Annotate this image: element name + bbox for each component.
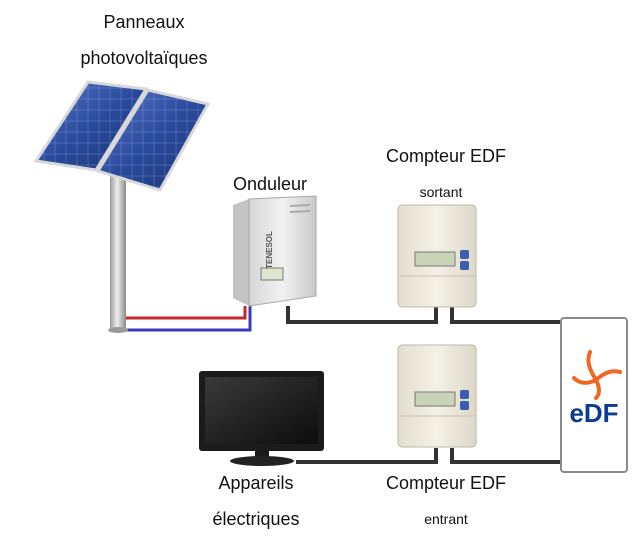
panel-pole: [110, 172, 126, 330]
inverter-body: [248, 195, 317, 307]
edf-logo-text: eDF: [569, 398, 618, 428]
meter-incoming: [397, 344, 477, 448]
ac-cable-meter-out-to-grid: [450, 306, 562, 324]
label-meter-in-title: Compteur EDF: [385, 473, 507, 493]
tv-screen: [205, 377, 318, 444]
meter-outgoing: [397, 204, 477, 308]
dc-cable-red: [122, 306, 247, 324]
solar-panel-right-cells: [98, 90, 208, 190]
inverter-side: [233, 199, 249, 306]
television: [199, 371, 324, 466]
label-meter-out-sub: sortant: [419, 184, 463, 200]
label-meter-out-title: Compteur EDF: [385, 146, 507, 166]
edf-logo: eDF: [569, 350, 622, 428]
meter-in-button-2: [460, 401, 469, 410]
label-inverter: Onduleur: [232, 174, 308, 194]
solar-panel-assembly: [33, 80, 211, 333]
label-panels-line2: photovoltaïques: [80, 48, 208, 68]
meter-out-button: [460, 250, 469, 259]
meter-out-screen: [414, 251, 456, 267]
meter-in-screen: [414, 391, 456, 407]
inverter-display: [260, 267, 284, 281]
label-appliances-line1: Appareils: [218, 473, 294, 493]
inverter-vent-2: [289, 210, 311, 213]
inverter-brand-text: TENESOL: [265, 231, 274, 269]
dc-cable-blue: [124, 306, 252, 332]
inverter-vent: [289, 204, 311, 207]
edf-grid-box: eDF: [560, 317, 628, 473]
edf-box: [560, 317, 628, 473]
label-panels-line1: Panneaux: [103, 12, 185, 32]
edf-logo-ray: [594, 369, 622, 382]
label-appliances-line2: électriques: [212, 509, 300, 529]
label-meter-in-sub: entrant: [424, 511, 468, 527]
meter-out-button-2: [460, 261, 469, 270]
edf-logo-ray: [586, 350, 598, 382]
pole-base: [108, 327, 128, 333]
edf-logo-ray: [572, 376, 598, 385]
tv-neck: [255, 451, 269, 459]
solar-panel-left-cells: [36, 82, 146, 170]
ac-cable-inverter-to-meter: [286, 306, 438, 324]
ac-cable-meter-in-to-grid: [450, 448, 562, 464]
ac-cable-tv-to-meter-in: [296, 448, 438, 464]
inverter: TENESOL: [233, 195, 317, 307]
tv-stand: [230, 456, 294, 466]
cables: [122, 306, 562, 464]
edf-logo-ray: [594, 378, 601, 400]
meter-in-button: [460, 390, 469, 399]
